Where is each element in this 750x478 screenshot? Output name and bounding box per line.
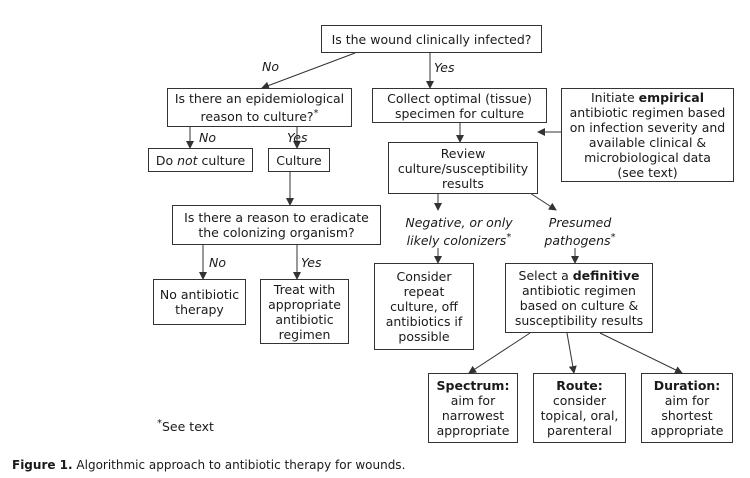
node-no-antibiotic-therapy: No antibiotic therapy bbox=[153, 279, 246, 325]
label-no-epi: No bbox=[199, 130, 216, 145]
node-treat-appropriate: Treat with appropriate antibiotic regime… bbox=[260, 279, 349, 344]
node-route: Route: consider topical, oral, parentera… bbox=[533, 373, 626, 443]
node-collect-specimen: Collect optimal (tissue) specimen for cu… bbox=[372, 88, 547, 123]
label-yes-top: Yes bbox=[434, 60, 455, 75]
footnote: *See text bbox=[157, 418, 214, 435]
arrow-definitive-route bbox=[566, 332, 577, 374]
label-negative-colonizers: Negative, or only likely colonizers* bbox=[405, 215, 513, 249]
arrow-definitive-spectrum bbox=[468, 332, 531, 374]
label-presumed-pathogens: Presumed pathogens* bbox=[544, 215, 616, 249]
node-review-results: Review culture/susceptibility results bbox=[388, 142, 538, 194]
arrow-infected-no bbox=[261, 52, 356, 90]
node-definitive-regimen: Select a definitive antibiotic regimen b… bbox=[505, 263, 653, 333]
node-culture: Culture bbox=[268, 148, 330, 172]
node-epidemiological-reason: Is there an epidemiological reason to cu… bbox=[167, 88, 352, 127]
node-duration: Duration: aim for shortest appropriate bbox=[641, 373, 733, 443]
node-consider-repeat-culture: Consider repeat culture, off antibiotics… bbox=[374, 263, 474, 350]
node-do-not-culture: Do not culture bbox=[148, 148, 253, 172]
node-wound-infected: Is the wound clinically infected? bbox=[321, 25, 542, 53]
label-yes-epi: Yes bbox=[287, 130, 308, 145]
arrow-definitive-duration bbox=[599, 332, 683, 374]
label-no-top: No bbox=[262, 59, 279, 74]
node-eradicate-organism: Is there a reason to eradicate the colon… bbox=[172, 205, 381, 245]
figure-caption: Figure 1. Algorithmic approach to antibi… bbox=[12, 458, 406, 472]
label-no-eradicate: No bbox=[209, 255, 226, 270]
label-yes-eradicate: Yes bbox=[301, 255, 322, 270]
node-spectrum: Spectrum: aim for narrowest appropriate bbox=[428, 373, 518, 443]
arrow-review-presumed bbox=[529, 192, 557, 211]
node-empirical-regimen: Initiate empirical antibiotic regimen ba… bbox=[561, 88, 734, 182]
